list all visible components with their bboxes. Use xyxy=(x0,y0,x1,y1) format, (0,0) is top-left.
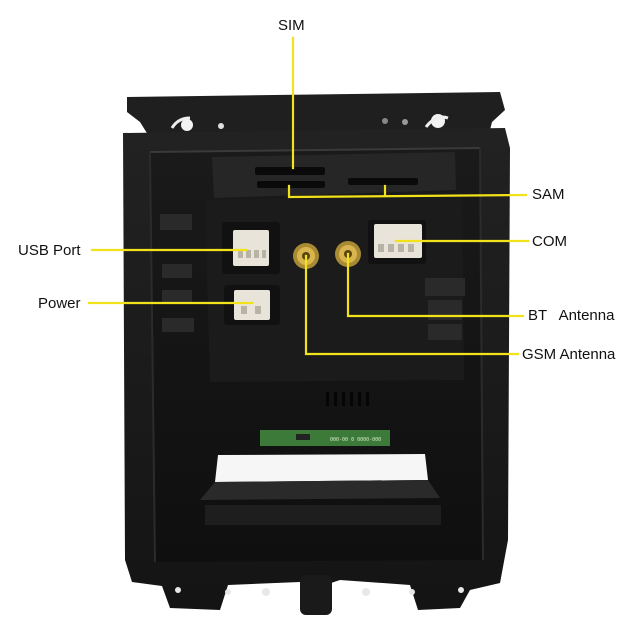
right-brackets xyxy=(425,278,465,340)
sim-label: SIM xyxy=(278,17,305,34)
sim-slot xyxy=(255,167,325,175)
card-slot-block xyxy=(212,152,456,198)
mount-hole xyxy=(382,118,388,124)
power-connector xyxy=(234,290,270,320)
mount-hole xyxy=(181,119,193,131)
com-label: COM xyxy=(532,233,567,250)
svg-text:000-00 0 0000-000: 000-00 0 0000-000 xyxy=(330,437,381,443)
gsm-antenna-leader-line xyxy=(304,254,520,356)
sam-slot xyxy=(348,178,418,185)
mount-hole xyxy=(218,123,224,129)
sam-label: SAM xyxy=(532,186,565,203)
usb-port-connector xyxy=(233,230,269,266)
power-label: Power xyxy=(38,295,81,312)
sim-slot-lower xyxy=(257,181,325,188)
mount-hole xyxy=(402,119,408,125)
bottom-holes xyxy=(175,587,464,596)
bt-antenna-label: BT Antenna xyxy=(528,307,615,324)
bottom-tab xyxy=(300,575,332,615)
bt-antenna-leader-line xyxy=(346,252,525,318)
sam-leader-line xyxy=(287,184,528,199)
gsm-antenna-label: GSM Antenna xyxy=(522,346,616,363)
left-brackets xyxy=(160,214,194,332)
vent-slots xyxy=(326,392,369,406)
pcb-strip xyxy=(260,430,390,446)
card-insert-slot xyxy=(215,454,428,482)
leader-lines xyxy=(87,36,530,356)
usb-port-label: USB Port xyxy=(18,242,81,259)
